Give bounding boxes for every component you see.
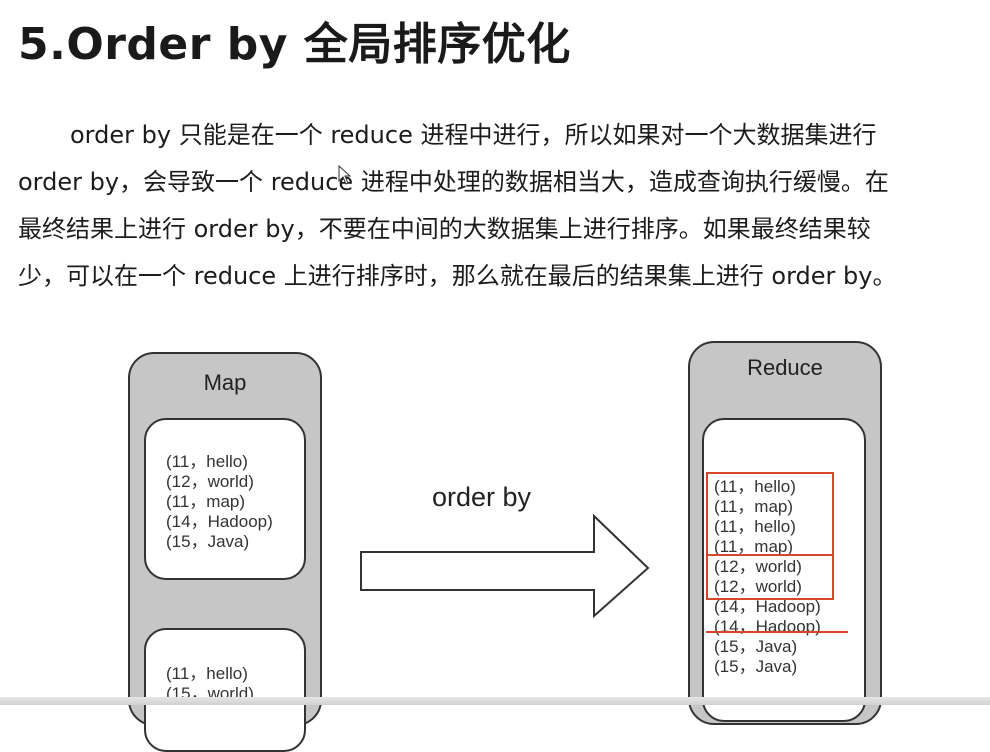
reduce-record: (11，map): [714, 537, 794, 556]
reduce-record: (15，Java): [714, 657, 798, 676]
map-card: (11，hello) (15，world): [144, 628, 306, 752]
paragraph-line: 最终结果上进行 order by，不要在中间的大数据集上进行排序。如果最终结果较: [18, 215, 871, 243]
map-record: (15，Java): [166, 532, 250, 551]
map-panel-title: Map: [203, 370, 247, 395]
reduce-record: (14，Hadoop): [714, 617, 821, 636]
map-record: (11，map): [166, 492, 246, 511]
map-record: (14，Hadoop): [166, 512, 273, 531]
reduce-record: (11，hello): [714, 477, 796, 496]
paragraph-line: order by 只能是在一个 reduce 进程中进行，所以如果对一个大数据集…: [70, 121, 877, 149]
reduce-card-rows: (11，hello) (11，map) (11，hello) (11，map) …: [714, 477, 821, 677]
reduce-record: (14，Hadoop): [714, 597, 821, 616]
right-arrow-icon: [360, 513, 650, 619]
reduce-record: (11，map): [714, 497, 794, 516]
reduce-panel: Reduce (11，hello) (11，map) (11，hello) (1…: [688, 341, 882, 725]
scrollbar-track[interactable]: [0, 697, 990, 705]
mouse-cursor-icon: [338, 165, 352, 185]
highlight-box-12: [706, 554, 834, 600]
map-card: (11，hello) (12，world) (11，map) (14，Hadoo…: [144, 418, 306, 580]
map-card-rows: (11，hello) (12，world) (11，map) (14，Hadoo…: [166, 452, 273, 552]
map-record: (12，world): [166, 472, 254, 491]
body-paragraph: order by 只能是在一个 reduce 进程中进行，所以如果对一个大数据集…: [18, 112, 983, 300]
paragraph-line: order by，会导致一个 reduce 进程中处理的数据相当大，造成查询执行…: [18, 168, 889, 196]
paragraph-line: 少，可以在一个 reduce 上进行排序时，那么就在最后的结果集上进行 orde…: [18, 262, 897, 290]
reduce-card: (11，hello) (11，map) (11，hello) (11，map) …: [702, 418, 866, 722]
page-title: 5.Order by 全局排序优化: [18, 19, 571, 70]
highlight-box-11: [706, 472, 834, 556]
highlight-underline-14: [706, 631, 848, 633]
reduce-record: (15，Java): [714, 637, 798, 656]
reduce-panel-title: Reduce: [747, 355, 823, 380]
arrow-label: order by: [432, 482, 532, 512]
map-record: (11，hello): [166, 664, 248, 683]
reduce-record: (12，world): [714, 557, 802, 576]
map-record: (11，hello): [166, 452, 248, 471]
reduce-record: (12，world): [714, 577, 802, 596]
reduce-record: (11，hello): [714, 517, 796, 536]
map-panel: Map (11，hello) (12，world) (11，map) (14，H…: [128, 352, 322, 752]
